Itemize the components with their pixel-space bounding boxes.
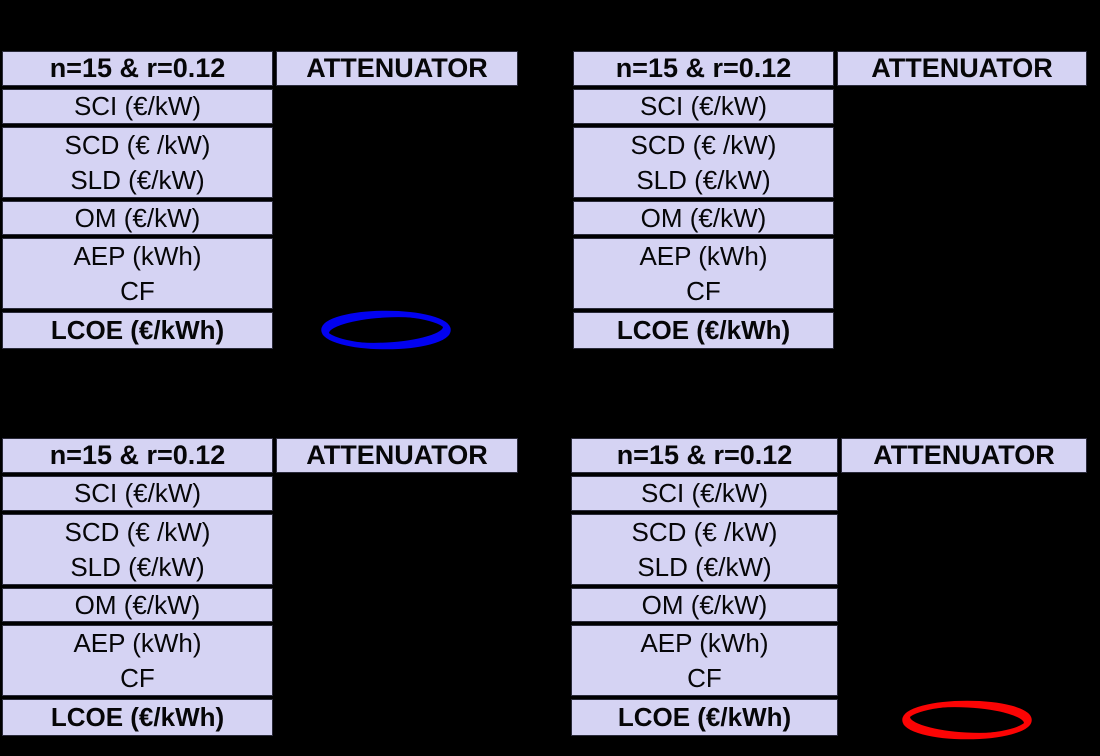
value-cell-sci [276, 89, 518, 124]
value-cell-aep-cf [837, 238, 1087, 309]
row-label-lcoe: LCOE (€/kWh) [2, 699, 273, 736]
row-label-aep: AEP (kWh) [73, 627, 202, 658]
value-cell-om [276, 588, 518, 622]
row-label-sld: SLD (€/kW) [70, 164, 205, 195]
row-label-sld: SLD (€/kW) [636, 164, 771, 195]
row-label-scd: SCD (€ /kW) [64, 516, 211, 547]
value-cell-om [837, 201, 1087, 235]
row-label-sld: SLD (€/kW) [637, 551, 772, 582]
param-header-cell: n=15 & r=0.12 [571, 438, 838, 473]
lcoe-table-top-right: n=15 & r=0.12 ATTENUATOR SCI (€/kW) SCD … [573, 51, 1087, 349]
value-cell-lcoe [837, 312, 1087, 349]
row-label-aep-cf: AEP (kWh) CF [2, 625, 273, 696]
lcoe-table-bottom-left: n=15 & r=0.12 ATTENUATOR SCI (€/kW) SCD … [2, 438, 518, 736]
row-label-sci: SCI (€/kW) [573, 89, 834, 124]
value-cell-om [841, 588, 1087, 622]
row-label-om: OM (€/kW) [571, 588, 838, 622]
row-label-aep-cf: AEP (kWh) CF [573, 238, 834, 309]
row-label-cf: CF [686, 275, 721, 306]
row-label-cf: CF [120, 275, 155, 306]
row-label-scd-sld: SCD (€ /kW) SLD (€/kW) [2, 127, 273, 198]
value-cell-scd-sld [841, 514, 1087, 585]
row-label-sld: SLD (€/kW) [70, 551, 205, 582]
value-cell-scd-sld [276, 127, 518, 198]
row-label-lcoe: LCOE (€/kWh) [571, 699, 838, 736]
value-cell-lcoe [276, 312, 518, 349]
row-label-aep-cf: AEP (kWh) CF [571, 625, 838, 696]
attenuator-header-cell: ATTENUATOR [837, 51, 1087, 86]
value-cell-aep-cf [276, 238, 518, 309]
row-label-aep: AEP (kWh) [639, 240, 768, 271]
row-label-lcoe: LCOE (€/kWh) [2, 312, 273, 349]
value-cell-aep-cf [276, 625, 518, 696]
row-label-sci: SCI (€/kW) [571, 476, 838, 511]
row-label-scd: SCD (€ /kW) [630, 129, 777, 160]
row-label-om: OM (€/kW) [2, 201, 273, 235]
attenuator-header-cell: ATTENUATOR [841, 438, 1087, 473]
row-label-aep: AEP (kWh) [73, 240, 202, 271]
row-label-scd: SCD (€ /kW) [64, 129, 211, 160]
row-label-scd-sld: SCD (€ /kW) SLD (€/kW) [571, 514, 838, 585]
value-cell-aep-cf [841, 625, 1087, 696]
row-label-om: OM (€/kW) [2, 588, 273, 622]
value-cell-lcoe [841, 699, 1087, 736]
attenuator-header-cell: ATTENUATOR [276, 51, 518, 86]
value-cell-lcoe [276, 699, 518, 736]
row-label-cf: CF [120, 662, 155, 693]
row-label-sci: SCI (€/kW) [2, 476, 273, 511]
lcoe-table-bottom-right: n=15 & r=0.12 ATTENUATOR SCI (€/kW) SCD … [571, 438, 1087, 736]
param-header-cell: n=15 & r=0.12 [573, 51, 834, 86]
value-cell-om [276, 201, 518, 235]
row-label-aep: AEP (kWh) [640, 627, 769, 658]
row-label-scd-sld: SCD (€ /kW) SLD (€/kW) [2, 514, 273, 585]
row-label-om: OM (€/kW) [573, 201, 834, 235]
row-label-sci: SCI (€/kW) [2, 89, 273, 124]
param-header-cell: n=15 & r=0.12 [2, 51, 273, 86]
value-cell-scd-sld [837, 127, 1087, 198]
row-label-aep-cf: AEP (kWh) CF [2, 238, 273, 309]
row-label-lcoe: LCOE (€/kWh) [573, 312, 834, 349]
lcoe-table-top-left: n=15 & r=0.12 ATTENUATOR SCI (€/kW) SCD … [2, 51, 518, 349]
value-cell-sci [276, 476, 518, 511]
value-cell-sci [841, 476, 1087, 511]
row-label-scd-sld: SCD (€ /kW) SLD (€/kW) [573, 127, 834, 198]
param-header-cell: n=15 & r=0.12 [2, 438, 273, 473]
value-cell-sci [837, 89, 1087, 124]
value-cell-scd-sld [276, 514, 518, 585]
attenuator-header-cell: ATTENUATOR [276, 438, 518, 473]
row-label-cf: CF [687, 662, 722, 693]
row-label-scd: SCD (€ /kW) [631, 516, 778, 547]
